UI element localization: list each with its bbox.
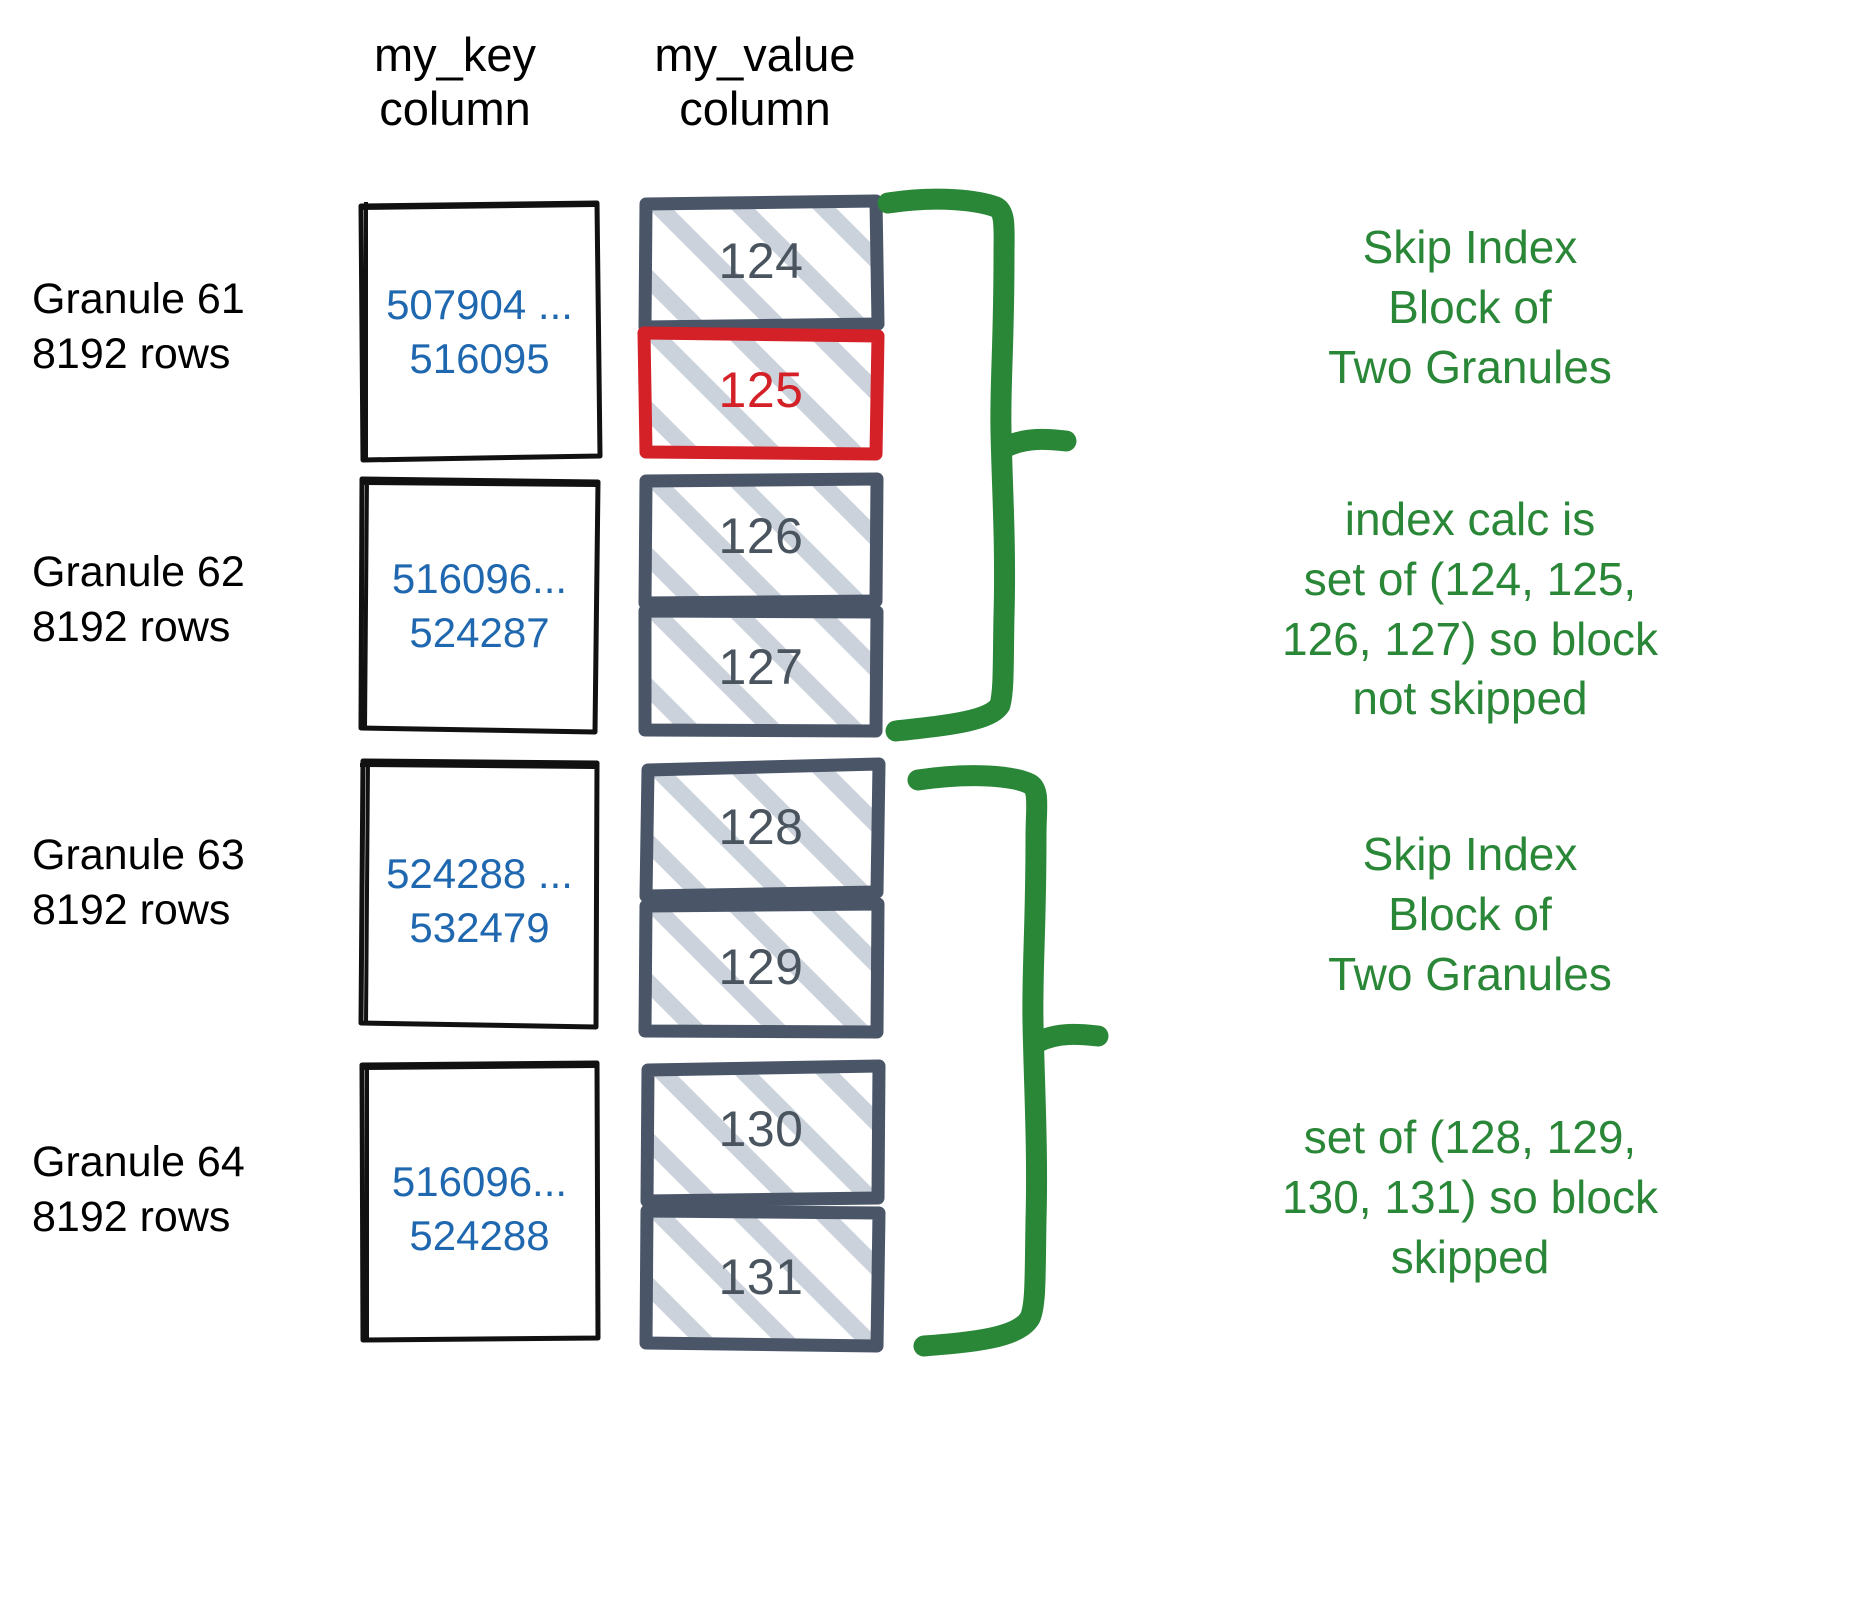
key-box-outline-61	[358, 200, 603, 463]
value-number-125: 125	[718, 362, 804, 418]
annotation-set-of-block-skipped: set of (128, 129, 130, 131) so block ski…	[1282, 1111, 1658, 1283]
granule-label-62-line1: Granule 62	[32, 548, 245, 596]
value-box-129: 129	[636, 897, 886, 1039]
value-box-130-frame	[640, 1059, 886, 1208]
skip-index-bracket-top	[877, 188, 1077, 742]
value-number-131: 131	[718, 1249, 804, 1305]
granule-label-63: Granule 63 8192 rows	[32, 828, 332, 938]
key-box-granule-63: 524288 ... 532479	[357, 757, 602, 1032]
value-box-124: 124	[636, 194, 886, 334]
key-box-granule-61: 507904 ... 516095	[357, 200, 603, 463]
key-range-granule-61: 507904 ... 516095	[386, 281, 573, 382]
granule-label-62-line2: 8192 rows	[32, 603, 231, 652]
granule-label-63-line1: Granule 63	[32, 831, 245, 879]
value-box-131: 131	[636, 1203, 886, 1353]
key-box-outline-64	[359, 1060, 601, 1343]
value-number-127: 127	[718, 639, 804, 695]
value-box-126: 126	[636, 472, 886, 610]
value-box-127-frame	[638, 604, 884, 738]
value-box-125: 125	[636, 326, 886, 461]
key-box-granule-62: 516096... 524287	[357, 474, 602, 736]
value-box-126-frame	[638, 472, 884, 610]
key-box-outline-63	[358, 758, 600, 1030]
annotation-skip-index-block-top: Skip Index Block of Two Granules	[1328, 221, 1612, 393]
value-number-129: 129	[718, 939, 804, 995]
granule-label-63-line2: 8192 rows	[32, 886, 231, 935]
granule-label-64-line2: 8192 rows	[32, 1193, 231, 1242]
key-range-granule-64: 516096... 524288	[391, 1158, 568, 1259]
value-box-128: 128	[636, 757, 886, 903]
value-number-128: 128	[718, 799, 804, 855]
annotation-index-calc-not-skipped: index calc is set of (124, 125, 126, 127…	[1282, 493, 1658, 725]
granule-label-62: Granule 62 8192 rows	[32, 545, 332, 655]
value-box-125-frame	[637, 326, 885, 461]
value-box-128-frame	[639, 757, 886, 903]
key-range-granule-63: 524288 ... 532479	[386, 850, 573, 951]
skip-index-bracket-bottom	[907, 765, 1109, 1357]
value-number-124: 124	[718, 233, 804, 289]
value-number-126: 126	[718, 508, 804, 564]
granule-label-61-line2: 8192 rows	[32, 330, 231, 379]
granule-label-64: Granule 64 8192 rows	[32, 1135, 332, 1245]
column-header-my-value: my_value column	[654, 28, 856, 136]
value-box-130: 130	[636, 1058, 886, 1208]
key-range-granule-62: 516096... 524287	[391, 555, 568, 656]
annotation-skip-index-block-bottom: Skip Index Block of Two Granules	[1328, 828, 1612, 1000]
value-box-124-frame	[638, 194, 885, 334]
value-number-130: 130	[718, 1101, 804, 1157]
column-header-my-key: my_key column	[374, 28, 536, 136]
granule-label-61-line1: Granule 61	[32, 275, 245, 323]
value-box-129-frame	[638, 897, 885, 1039]
granule-label-64-line1: Granule 64	[32, 1138, 245, 1186]
granule-label-61: Granule 61 8192 rows	[32, 272, 332, 382]
value-box-131-frame	[639, 1204, 886, 1353]
key-box-granule-64: 516096... 524288	[357, 1060, 602, 1343]
key-box-outline-62	[358, 476, 601, 735]
value-box-127: 127	[636, 604, 886, 738]
